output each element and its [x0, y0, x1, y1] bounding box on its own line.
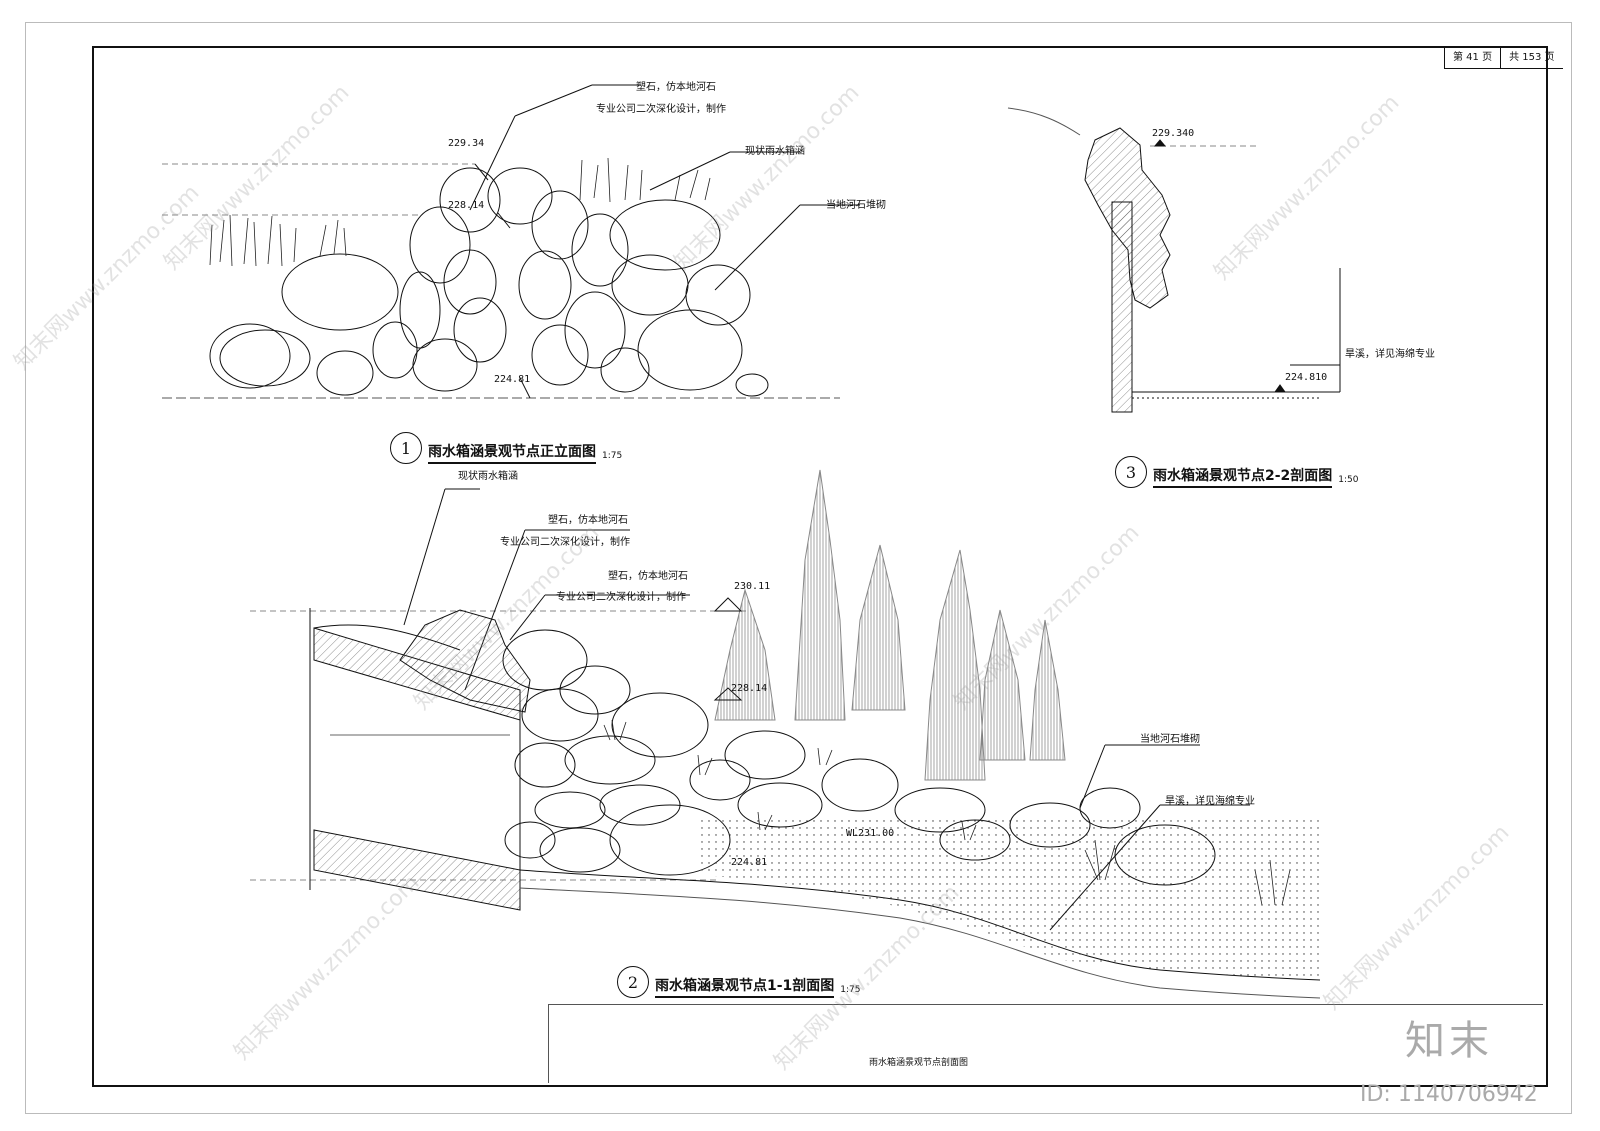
- view2-title: 2 雨水箱涵景观节点1-1剖面图 1:75: [617, 966, 861, 998]
- title-block: 雨水箱涵景观节点剖面图: [548, 1004, 1543, 1083]
- view1-scale: 1:75: [602, 451, 623, 461]
- v2-note-rock-b-line1: 塑石，仿本地河石: [608, 571, 688, 582]
- view1-title-text: 雨水箱涵景观节点正立面图: [428, 441, 596, 464]
- view3-number: 3: [1115, 456, 1147, 488]
- view2-section: [250, 469, 1321, 999]
- asset-id: ID: 1140706942: [1360, 1082, 1538, 1107]
- page-total: 共 153 页: [1509, 52, 1555, 63]
- v3-note-dry-creek: 旱溪，详见海绵专业: [1345, 349, 1435, 360]
- v1-elev-base: 224.81: [494, 374, 531, 385]
- view3-scale: 1:50: [1338, 475, 1359, 485]
- view1-number: 1: [390, 432, 422, 464]
- v2-elev-base: 224.81: [731, 857, 768, 868]
- v1-elev-top: 229.34: [448, 138, 485, 149]
- sheet-outer-border: [25, 22, 1572, 1114]
- view2-scale: 1:75: [840, 985, 861, 995]
- v1-note-rock-line1: 塑石，仿本地河石: [636, 82, 716, 93]
- v2-elev-top: 230.11: [734, 581, 771, 592]
- view2-title-text: 雨水箱涵景观节点1-1剖面图: [655, 975, 835, 998]
- v1-note-local-stone: 当地河石堆砌: [826, 200, 886, 211]
- v2-note-rock-a-line2: 专业公司二次深化设计，制作: [500, 537, 630, 548]
- v2-note-culvert: 现状雨水箱涵: [458, 471, 518, 482]
- v2-note-rock-b-line2: 专业公司二次深化设计，制作: [556, 592, 686, 603]
- v2-note-rock-a-line1: 塑石，仿本地河石: [548, 515, 628, 526]
- v2-elev-mid: 228.14: [731, 683, 768, 694]
- v3-elev-top: 229.340: [1152, 128, 1195, 139]
- v1-note-culvert: 现状雨水箱涵: [745, 146, 805, 157]
- v1-note-rock-line2: 专业公司二次深化设计，制作: [596, 104, 726, 115]
- page-current: 第 41 页: [1445, 48, 1502, 68]
- v2-elev-water-level: WL231.00: [846, 828, 895, 839]
- brand-logo-text: 知末: [1405, 1018, 1493, 1064]
- view1-title: 1 雨水箱涵景观节点正立面图 1:75: [390, 432, 622, 464]
- view1-elevation: [162, 84, 860, 399]
- sheet-title: 雨水箱涵景观节点剖面图: [869, 1058, 969, 1068]
- v2-note-dry-creek: 旱溪，详见海绵专业: [1165, 796, 1255, 807]
- drawing-frame: [92, 46, 1548, 1087]
- view3-title-text: 雨水箱涵景观节点2-2剖面图: [1153, 465, 1333, 488]
- v3-elev-base: 224.810: [1285, 372, 1328, 383]
- page-info: 第 41 页 共 153 页: [1444, 48, 1563, 69]
- v1-elev-mid: 228.14: [448, 200, 485, 211]
- view2-number: 2: [617, 966, 649, 998]
- view3-title: 3 雨水箱涵景观节点2-2剖面图 1:50: [1115, 456, 1359, 488]
- v2-note-local-stone: 当地河石堆砌: [1140, 734, 1200, 745]
- view3-section: [1007, 107, 1341, 413]
